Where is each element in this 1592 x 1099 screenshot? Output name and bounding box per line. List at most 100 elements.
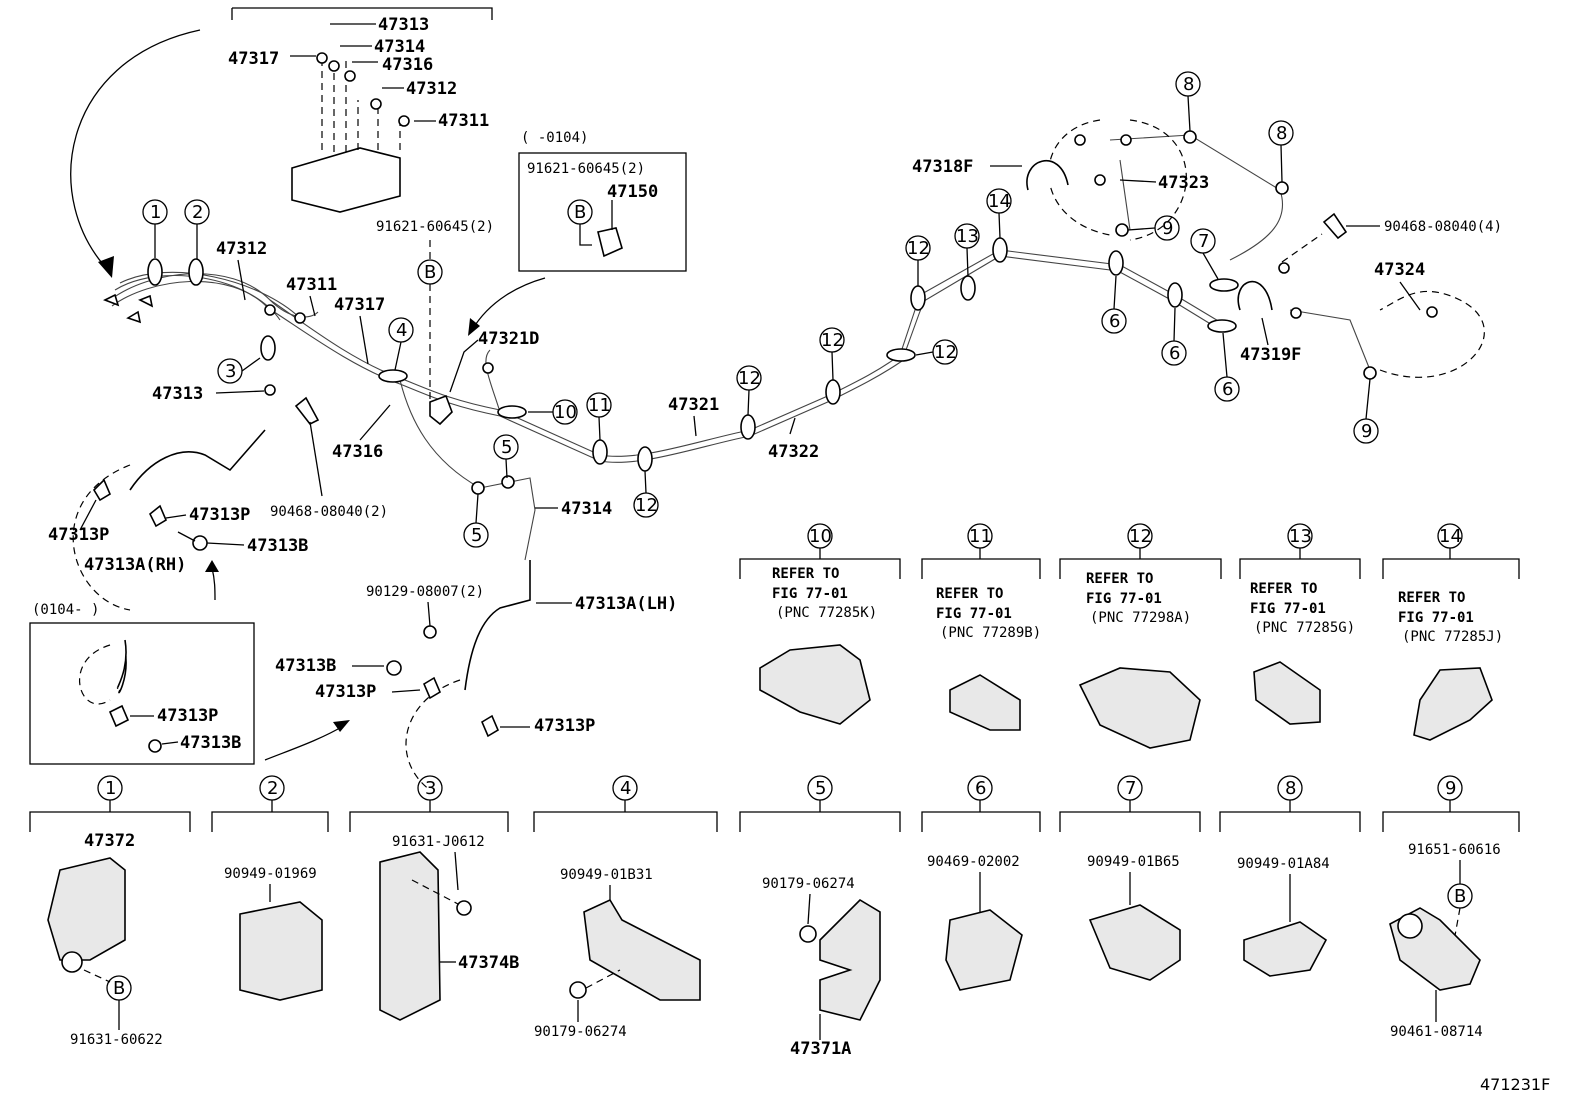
clamp-12-drawing	[1078, 667, 1201, 749]
callout-13: 13	[956, 226, 979, 247]
label-47313B-b: 47313B	[180, 733, 241, 753]
callout-6b: 6	[1169, 343, 1180, 364]
refer-12-fig: FIG 77-01	[1086, 591, 1162, 607]
label-47313: 47313	[152, 384, 203, 404]
label-91651-60616: 91651-60616	[1408, 842, 1501, 858]
label-90179-06274-a: 90179-06274	[534, 1024, 627, 1040]
refer-14-text: REFER TO	[1398, 590, 1465, 606]
callout-12a: 12	[635, 495, 658, 516]
callout-1: 1	[150, 202, 161, 223]
label-47317-inset: 47317	[228, 49, 279, 69]
panel-9-bolt: B	[1454, 886, 1466, 907]
label-47313P-b: 47313P	[189, 505, 250, 525]
callout-3: 3	[225, 361, 236, 382]
clamp-3-drawing	[379, 851, 441, 1021]
panel-1-bolt: B	[113, 978, 125, 999]
panel-8-num: 8	[1285, 778, 1296, 799]
label-47323: 47323	[1158, 173, 1209, 193]
note-inset-upper: ( -0104) 91621-60645(2) 47150 B	[468, 130, 687, 336]
refer-11-num: 11	[969, 526, 992, 547]
panel-7-num: 7	[1125, 778, 1136, 799]
label-91621-inset: 91621-60645(2)	[527, 161, 645, 177]
panel-6-num: 6	[975, 778, 986, 799]
refer-11-fig: FIG 77-01	[936, 606, 1012, 622]
lower-note: (0104- )	[32, 602, 99, 618]
label-47314: 47314	[561, 499, 612, 519]
actuator-body-drawing	[291, 147, 401, 213]
clamp-11-drawing	[949, 674, 1021, 731]
bolt-mark-inset: B	[574, 202, 586, 223]
label-47316: 47316	[332, 442, 383, 462]
refer-11-pnc: (PNC 77289B)	[940, 625, 1041, 641]
refer-11-text: REFER TO	[936, 586, 1003, 602]
refer-13-fig: FIG 77-01	[1250, 601, 1326, 617]
label-47313P-d: 47313P	[315, 682, 376, 702]
label-91631-60622: 91631-60622	[70, 1032, 163, 1048]
callout-5b: 5	[471, 525, 482, 546]
callout-7: 7	[1198, 231, 1209, 252]
panel-1-num: 1	[105, 778, 116, 799]
label-90949-01A84: 90949-01A84	[1237, 856, 1330, 872]
clamp-7-drawing	[1088, 904, 1181, 981]
callout-2: 2	[192, 202, 203, 223]
label-90949-01969: 90949-01969	[224, 866, 317, 882]
label-47321D: 47321D	[478, 329, 539, 349]
label-47311: 47311	[286, 275, 337, 295]
callout-11: 11	[588, 395, 611, 416]
label-47317: 47317	[334, 295, 385, 315]
label-90179-06274-b: 90179-06274	[762, 876, 855, 892]
clamp-14-drawing	[1413, 667, 1493, 741]
bolt-mark-main: B	[424, 262, 436, 283]
label-47313P-a: 47313P	[48, 525, 109, 545]
label-47314-inset: 47314	[374, 37, 425, 57]
note-inset-lower: (0104- ) 47313P 47313B	[29, 602, 350, 765]
label-91631-J0612: 91631-J0612	[392, 834, 485, 850]
arrow-curve	[70, 29, 201, 273]
actuator-inset: 47317 47313 47314 47316 47312 47311	[228, 7, 493, 213]
callout-4: 4	[396, 320, 407, 341]
label-47318F: 47318F	[912, 157, 973, 177]
refer-13-pnc: (PNC 77285G)	[1254, 620, 1355, 636]
label-90461-08714: 90461-08714	[1390, 1024, 1483, 1040]
clip-drawing	[294, 396, 320, 426]
bottom-panels: 1 47372 B 91631-60622 2 90949-01969 3 91…	[29, 775, 1520, 1059]
clamp-5-drawing	[819, 898, 881, 1021]
main-labels: 47312 47311 47317 47313 47316 47321D 473…	[152, 157, 1502, 520]
callout-12d: 12	[934, 342, 957, 363]
clamp-10-drawing	[759, 644, 871, 725]
left-hose-area: 47313P 47313P 47313B 47313A(RH)	[48, 478, 308, 601]
callout-12c: 12	[821, 330, 844, 351]
refer-13-text: REFER TO	[1250, 581, 1317, 597]
label-90949-01B31: 90949-01B31	[560, 867, 653, 883]
label-47313A-LH: 47313A(LH)	[575, 594, 677, 614]
callouts-main: 1 2 3 4 5 5 6 6 6 7 8 8 9 9 10 11 12 12 …	[142, 71, 1379, 548]
refer-10-pnc: (PNC 77285K)	[776, 605, 877, 621]
label-47316-inset: 47316	[382, 55, 433, 75]
callout-8b: 8	[1276, 123, 1287, 144]
clamp-1-drawing	[47, 857, 126, 961]
refer-14-pnc: (PNC 77285J)	[1402, 629, 1503, 645]
label-90468-2: 90468-08040(2)	[270, 504, 388, 520]
refer-10-fig: FIG 77-01	[772, 586, 848, 602]
callout-10: 10	[554, 402, 577, 423]
refer-14-fig: FIG 77-01	[1398, 610, 1474, 626]
callout-9b: 9	[1361, 421, 1372, 442]
refer-13-num: 13	[1289, 526, 1312, 547]
refer-panels: 10 REFER TO FIG 77-01 (PNC 77285K) 11 RE…	[739, 523, 1520, 749]
label-90949-01B65: 90949-01B65	[1087, 854, 1180, 870]
callout-14: 14	[988, 191, 1011, 212]
callout-6c: 6	[1222, 379, 1233, 400]
callout-12e: 12	[907, 238, 930, 259]
callout-9a: 9	[1162, 218, 1173, 239]
panel-5-num: 5	[815, 778, 826, 799]
refer-12-text: REFER TO	[1086, 571, 1153, 587]
panel-2-num: 2	[267, 778, 278, 799]
panel-4-num: 4	[620, 778, 631, 799]
label-47313B-a: 47313B	[247, 536, 308, 556]
callout-5a: 5	[501, 437, 512, 458]
lh-hose-area: 90129-08007(2) 47313A(LH) 47313B 47313P …	[275, 584, 677, 738]
label-47374B: 47374B	[458, 953, 519, 973]
label-47313P-e: 47313P	[534, 716, 595, 736]
clamp-6-drawing	[945, 909, 1023, 991]
